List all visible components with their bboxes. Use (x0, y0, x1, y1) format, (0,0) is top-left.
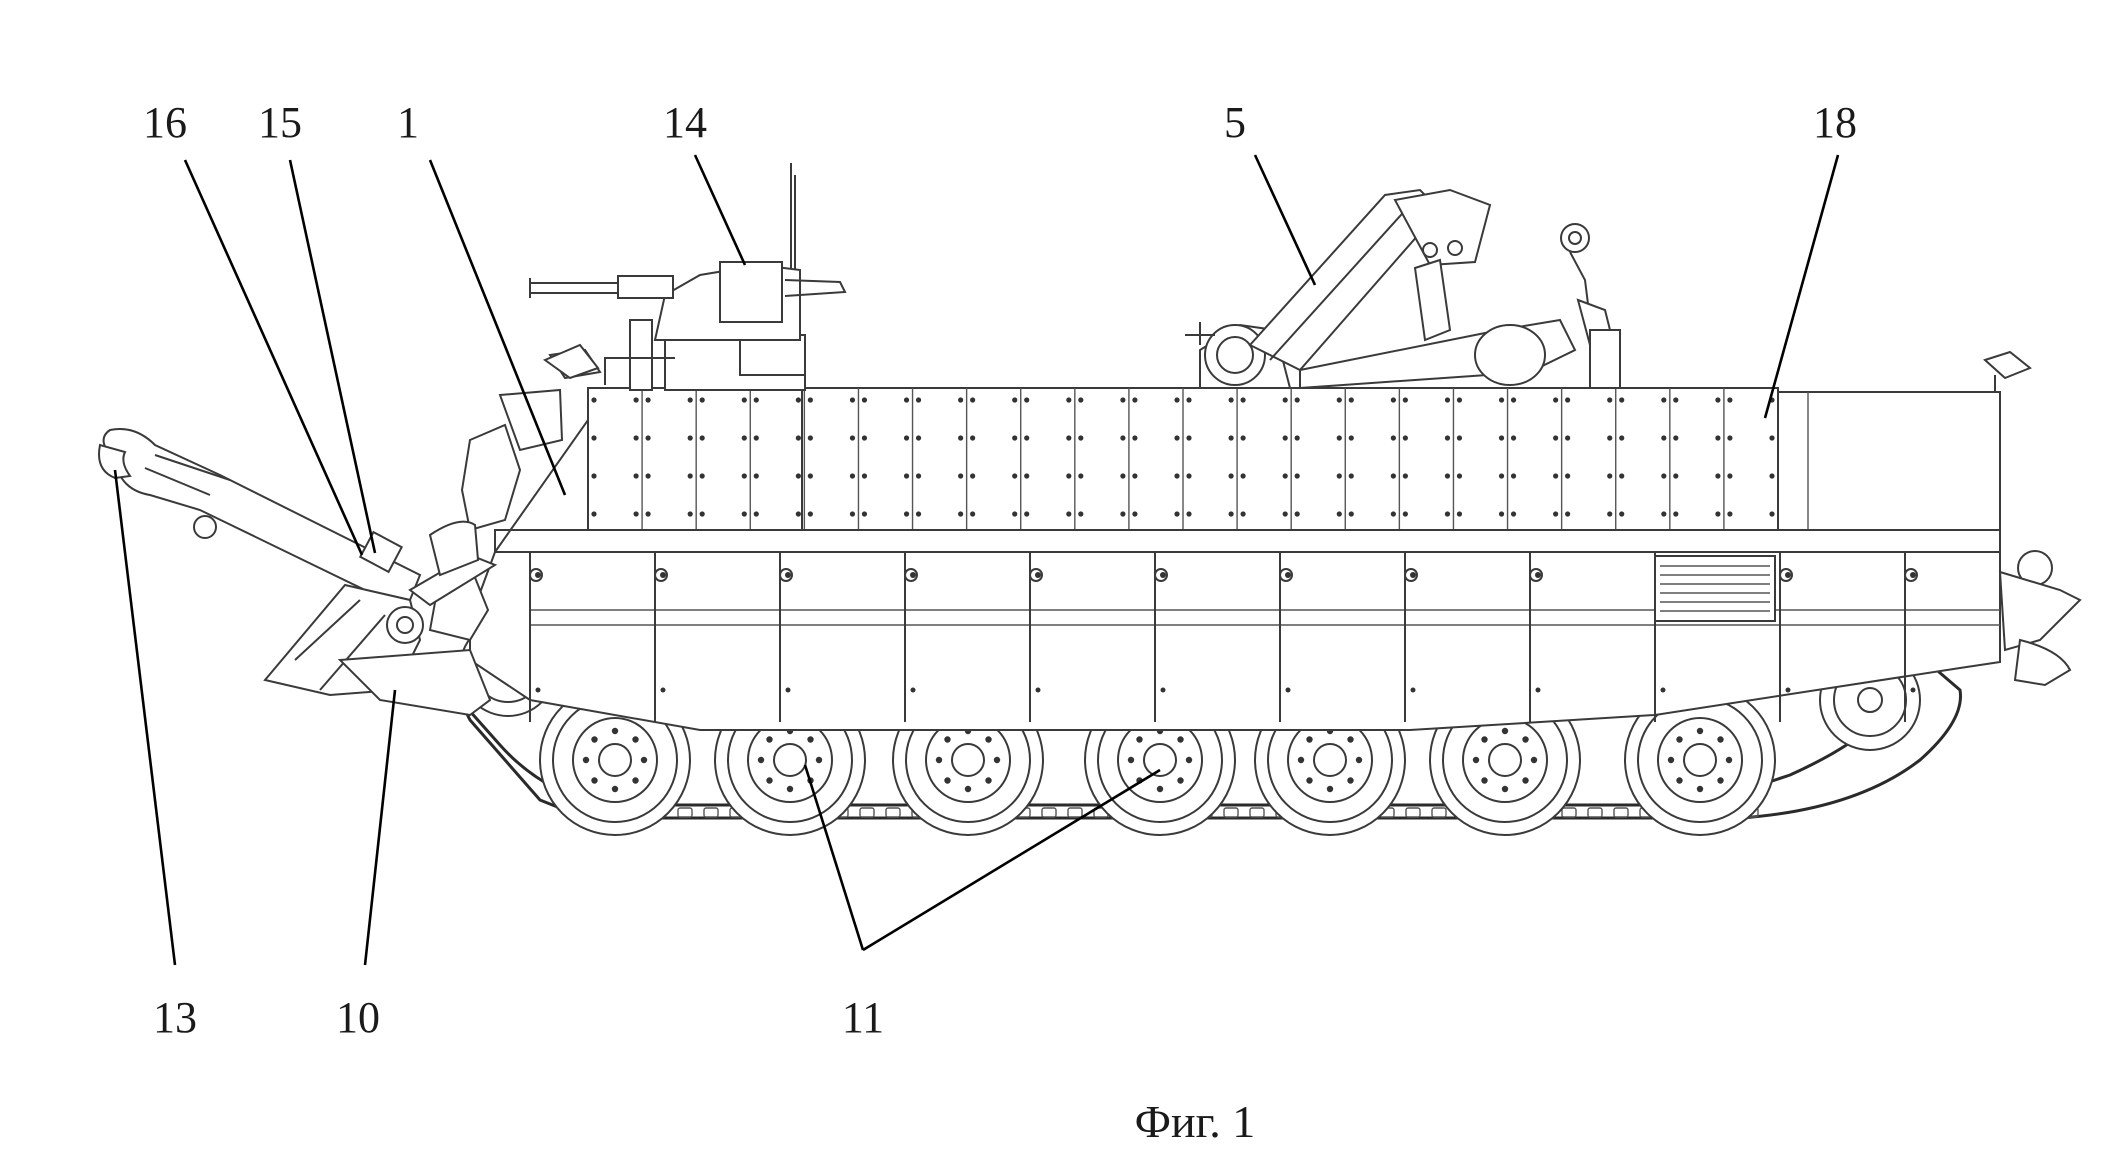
crane-winch (1204, 324, 1266, 386)
vent-slats (1660, 565, 1770, 612)
figure-caption: Фиг. 1 (1135, 1096, 1256, 1147)
lower-arm (337, 648, 492, 717)
rear-tow-hook (2013, 638, 2072, 687)
callout-11: 11 (842, 993, 884, 1042)
crane-assembly (1185, 188, 1621, 390)
leader-11b (862, 768, 1161, 952)
hydraulic-cylinder (358, 530, 404, 574)
engine-vent (1654, 555, 1776, 622)
rear-camera (1983, 350, 2032, 380)
track-tooth (1613, 807, 1629, 818)
callout-10: 10 (336, 993, 380, 1042)
callout-1: 1 (397, 98, 419, 147)
ammo-box (739, 334, 806, 376)
track-tooth (1431, 807, 1447, 818)
leader-14 (693, 154, 747, 266)
callout-5: 5 (1224, 98, 1246, 147)
callout-labels: 16 15 1 14 5 18 13 10 11 (143, 98, 1857, 1042)
track-tooth (1067, 807, 1083, 818)
leader-5 (1253, 154, 1317, 286)
crane-jib-joint (1393, 188, 1492, 267)
front-periscope (498, 388, 564, 452)
callout-14: 14 (663, 98, 707, 147)
driver-hatch (460, 423, 522, 532)
track-tooth (677, 807, 693, 818)
rear-engine-box (1777, 391, 2001, 553)
leader-13 (113, 469, 177, 966)
sight-block (719, 261, 783, 323)
upper-armour-box (494, 387, 2001, 553)
crane-drum (1474, 324, 1546, 386)
weapon-station (529, 163, 847, 391)
track-tooth (885, 807, 901, 818)
track-tooth (1587, 807, 1603, 818)
rear-details (1983, 350, 2082, 687)
leader-18 (1763, 154, 1840, 419)
track-tooth (1041, 807, 1057, 818)
leader-15 (288, 159, 377, 554)
crane-hook (1560, 223, 1590, 253)
track-tooth (703, 807, 719, 818)
track-tooth (1405, 807, 1421, 818)
pivot-joint (386, 606, 424, 644)
track-tooth (1223, 807, 1239, 818)
leader-16 (183, 159, 364, 556)
hull-strip (494, 529, 2001, 553)
front-boom-assembly (98, 428, 498, 717)
callout-18: 18 (1813, 98, 1857, 147)
track-tooth (859, 807, 875, 818)
track-tooth (1249, 807, 1265, 818)
callout-13: 13 (153, 993, 197, 1042)
leader-1 (428, 159, 567, 496)
leader-10 (363, 689, 397, 966)
upper-panels (591, 388, 1775, 530)
side-skirt (529, 551, 2001, 731)
callout-16: 16 (143, 98, 187, 147)
hook-tip (98, 443, 132, 480)
leader-lines (113, 154, 1840, 966)
callout-15: 15 (258, 98, 302, 147)
track-tooth (1561, 807, 1577, 818)
boom-arm (102, 428, 422, 602)
leader-11a (803, 764, 865, 951)
